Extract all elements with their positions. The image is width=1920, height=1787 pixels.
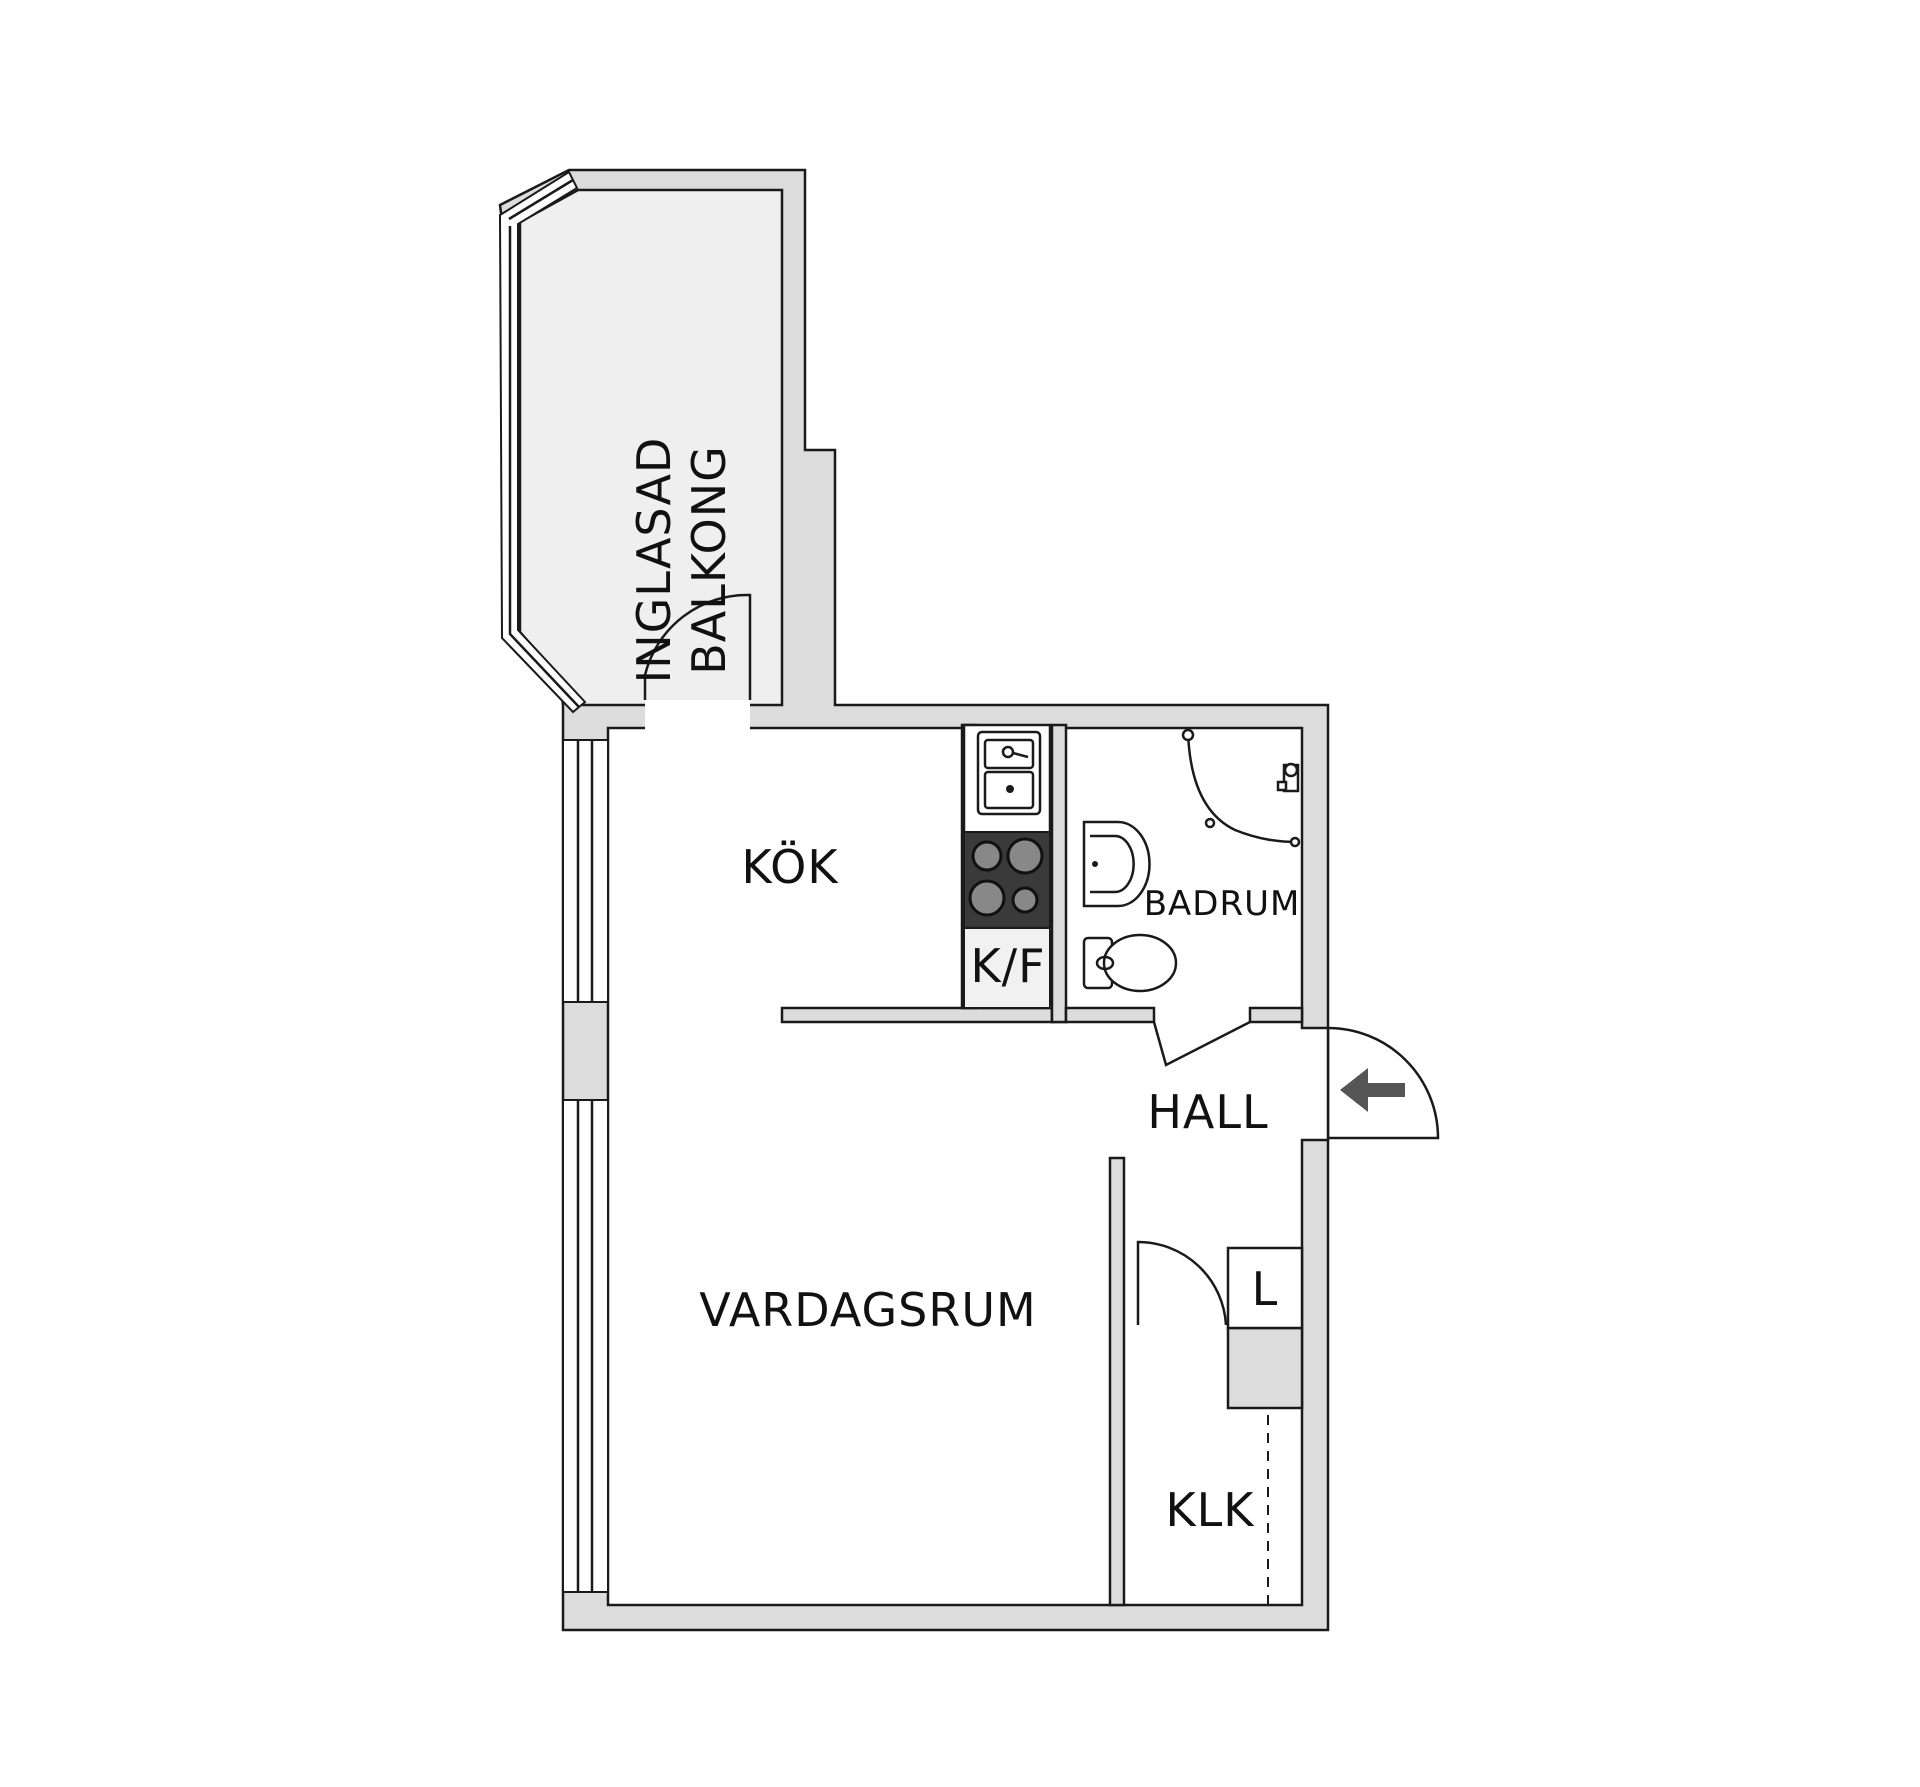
bathroom-fixtures (1082, 728, 1301, 993)
window-kitchen (562, 739, 609, 1003)
balcony-label-line1: INGLASAD (627, 437, 681, 684)
bathroom-label: BADRUM (1144, 884, 1301, 924)
fridge-freezer-label: K/F (970, 939, 1045, 993)
linen-closet-label: L (1252, 1262, 1279, 1316)
balcony-glazing (498, 170, 587, 714)
doors (643, 593, 1440, 1605)
linen-closet-box (1226, 1246, 1304, 1330)
balcony-door (643, 593, 752, 700)
entrance-door (1327, 1026, 1440, 1140)
entrance-arrow-icon (1340, 1068, 1405, 1112)
wall-bath-bottom-left (1064, 1006, 1156, 1024)
toilet-icon (1082, 933, 1178, 993)
kitchen-label: KÖK (741, 840, 839, 894)
bathroom-door (1152, 1020, 1251, 1067)
closet-door (1136, 1240, 1228, 1326)
left-windows (562, 739, 609, 1593)
wall-kitchen-living (780, 1006, 1054, 1024)
balcony-label-line2: BALKONG (682, 445, 736, 675)
shower-icon (1181, 728, 1301, 848)
wall-bath-left (1050, 723, 1068, 1024)
balcony-glazing-line (508, 178, 580, 708)
living-room-label: VARDAGSRUM (699, 1283, 1036, 1337)
window-living-room (562, 1099, 609, 1593)
wall-bath-bottom-right (1248, 1006, 1304, 1024)
closet-label: KLK (1166, 1483, 1256, 1537)
stove-icon (963, 831, 1051, 929)
wall-closet-pier (1226, 1326, 1304, 1410)
kitchen-sink-icon (976, 730, 1042, 816)
kitchen-fixtures (962, 723, 1052, 1010)
wall-living-closet (1108, 1156, 1126, 1607)
washbasin-icon (1082, 820, 1151, 908)
hall-label: HALL (1147, 1085, 1268, 1139)
balcony-door-opening (645, 700, 750, 734)
fridge-freezer (963, 927, 1051, 1009)
